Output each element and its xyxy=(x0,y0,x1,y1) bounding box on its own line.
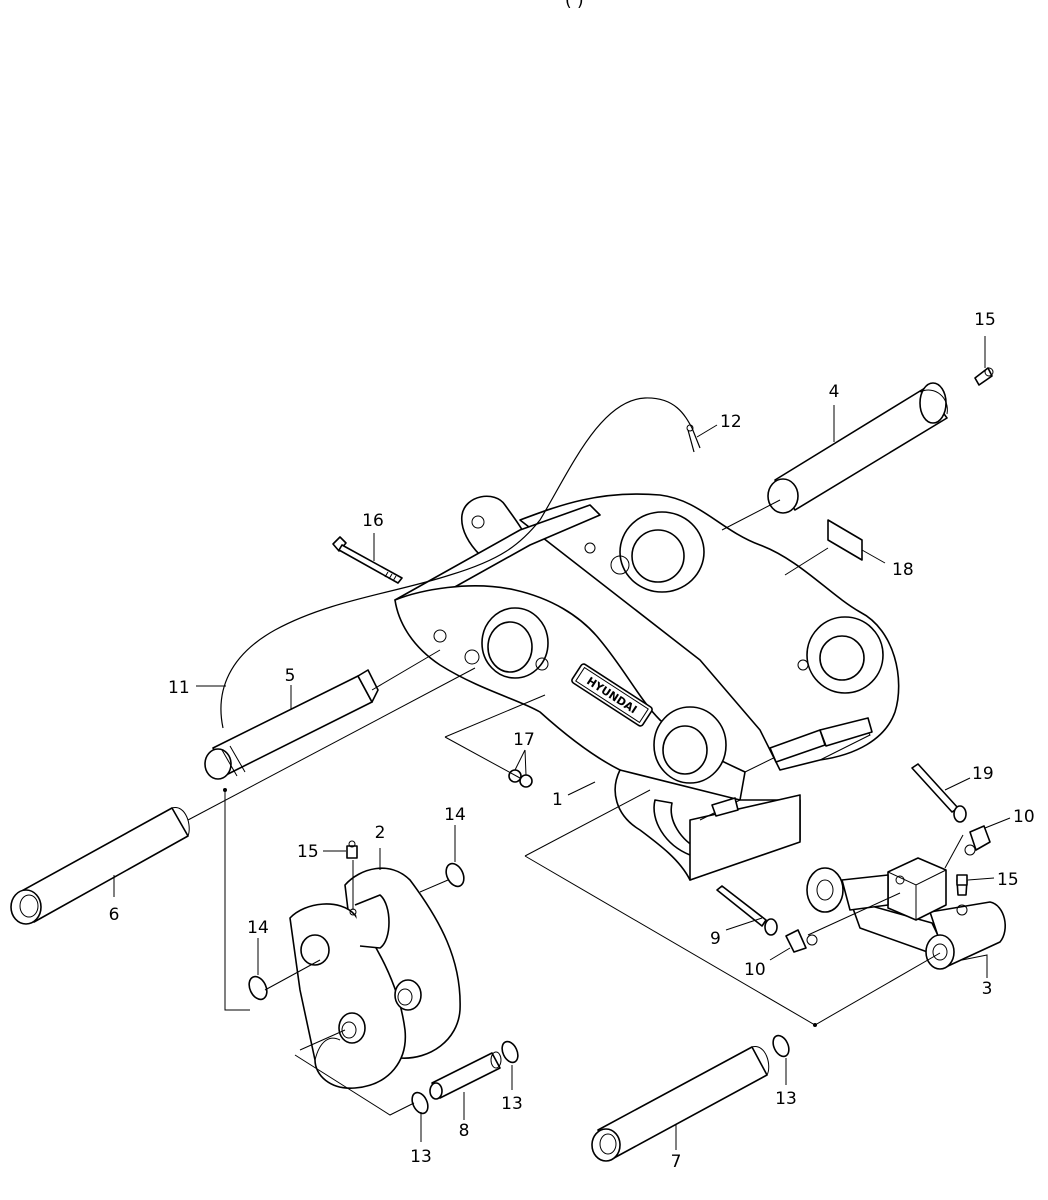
part-19-adapter xyxy=(911,763,967,823)
part-15-grease-nipple-middle xyxy=(346,840,358,859)
callout-2: 2 xyxy=(375,823,386,843)
callout-15-right: 15 xyxy=(997,870,1019,890)
part-17-nuts xyxy=(508,769,533,788)
callout-13-left: 13 xyxy=(410,1147,432,1167)
part-9-adapter xyxy=(716,885,778,936)
part-2-link xyxy=(289,867,461,1089)
callout-19: 19 xyxy=(972,764,994,784)
callout-14-lower: 14 xyxy=(247,918,269,938)
callout-12: 12 xyxy=(720,412,742,432)
part-15-grease-nipple-top xyxy=(974,367,994,386)
callout-3: 3 xyxy=(982,979,993,999)
part-1-coupler-frame: HYUNDAI xyxy=(394,493,900,881)
callout-16: 16 xyxy=(362,511,384,531)
part-16-bolt xyxy=(332,536,403,584)
callout-6: 6 xyxy=(109,905,120,925)
part-13-ring-left xyxy=(411,1091,429,1115)
part-8-pin xyxy=(429,1051,502,1100)
assembly-lines xyxy=(187,499,964,1116)
part-6-pin xyxy=(10,807,190,925)
header-fragment: ( ) xyxy=(565,0,584,11)
callout-8: 8 xyxy=(459,1121,470,1141)
callout-13-right: 13 xyxy=(775,1089,797,1109)
callout-15: 15 xyxy=(974,310,996,330)
part-13-ring-right xyxy=(772,1034,790,1058)
callout-5: 5 xyxy=(285,666,296,686)
callout-labels: 15 4 12 16 18 11 5 17 1 19 10 14 2 15 15… xyxy=(109,310,1035,1172)
part-15-grease-nipple-right xyxy=(956,874,968,886)
callout-11: 11 xyxy=(168,678,190,698)
part-18-decal xyxy=(827,519,863,561)
part-5-locking-pin xyxy=(204,669,379,780)
callout-10-upper: 10 xyxy=(1013,807,1035,827)
callout-14-upper: 14 xyxy=(444,805,466,825)
leader-lines xyxy=(113,336,1011,1150)
callout-10-lower: 10 xyxy=(744,960,766,980)
part-14-ring-lower xyxy=(248,975,268,1001)
part-14-ring-upper xyxy=(445,862,465,888)
callout-15-middle: 15 xyxy=(297,842,319,862)
callout-13-middle: 13 xyxy=(501,1094,523,1114)
callout-18: 18 xyxy=(892,560,914,580)
part-3-cylinder xyxy=(806,857,1006,970)
callout-17: 17 xyxy=(513,730,535,750)
callout-9: 9 xyxy=(710,929,721,949)
part-7-pin xyxy=(591,1046,770,1162)
part-10-elbow-upper xyxy=(964,825,991,856)
part-4-pin xyxy=(767,382,948,514)
callout-4: 4 xyxy=(829,382,840,402)
part-12-clip xyxy=(686,424,701,453)
part-10-elbow-lower xyxy=(785,929,818,953)
part-13-ring-middle xyxy=(501,1040,519,1064)
callout-1: 1 xyxy=(552,790,563,810)
callout-7: 7 xyxy=(671,1152,682,1172)
part-11-wire-rope xyxy=(220,397,693,729)
